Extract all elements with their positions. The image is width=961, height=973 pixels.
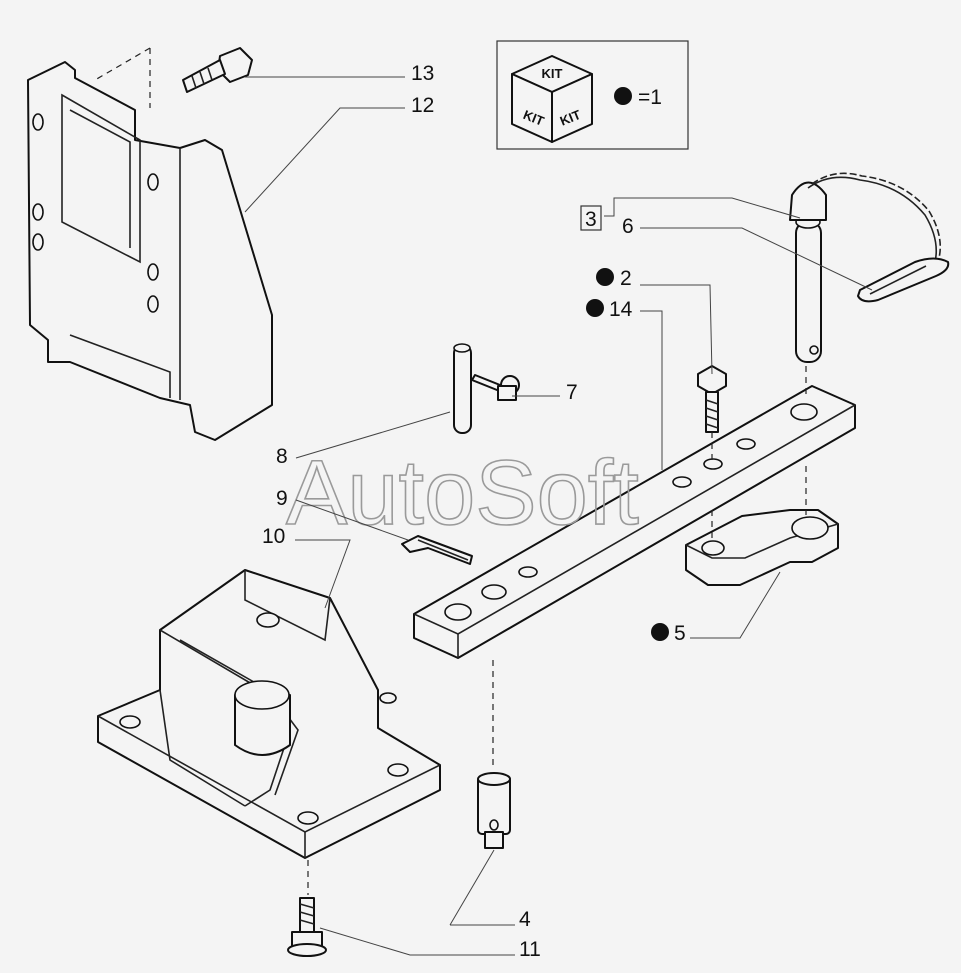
- callout-7: 7: [566, 381, 578, 404]
- callout-3: 3: [585, 208, 597, 231]
- part-4-pin: [477, 660, 511, 849]
- kit-dot-icon: [651, 623, 669, 641]
- kit-label-right: KIT: [558, 107, 583, 129]
- part-5-link-plate: [685, 466, 839, 586]
- kit-dot-icon: [596, 268, 614, 286]
- callout-6: 6: [622, 215, 634, 238]
- kit-cube-icon: KIT KIT KIT: [511, 55, 593, 143]
- kit-dot-icon: [586, 299, 604, 317]
- kit-dot-icon: [614, 87, 632, 105]
- callout-2: 2: [620, 267, 632, 290]
- callout-8: 8: [276, 445, 288, 468]
- autosoft-watermark: AutoSoft: [286, 442, 639, 544]
- part-12-weight-bracket: [27, 61, 273, 441]
- callout-13: 13: [411, 62, 434, 85]
- kit-label-top: KIT: [542, 66, 563, 81]
- callout-4: 4: [519, 908, 531, 931]
- part-9-split-pin: [401, 535, 473, 565]
- part-3-chained-pin: [789, 172, 950, 396]
- callout-5: 5: [674, 622, 686, 645]
- callout-9: 9: [276, 487, 288, 510]
- callout-3-box: [580, 205, 602, 231]
- kit-dot-equals: =1: [638, 86, 662, 109]
- part-7-linch-clip: [471, 374, 520, 401]
- callout-12: 12: [411, 94, 434, 117]
- kit-legend: KIT KIT KIT =1: [496, 40, 689, 150]
- kit-label-left: KIT: [521, 107, 546, 129]
- part-10-hitch-bracket: [97, 569, 441, 859]
- callout-11: 11: [519, 938, 541, 961]
- part-drawbar: [413, 385, 856, 659]
- leader-lines: [244, 76, 873, 956]
- part-11-flange-bolt: [287, 860, 327, 957]
- part-8-pin: [453, 343, 472, 434]
- part-13-bolt: [94, 47, 253, 108]
- callout-14: 14: [609, 298, 633, 321]
- callout-10: 10: [262, 525, 285, 548]
